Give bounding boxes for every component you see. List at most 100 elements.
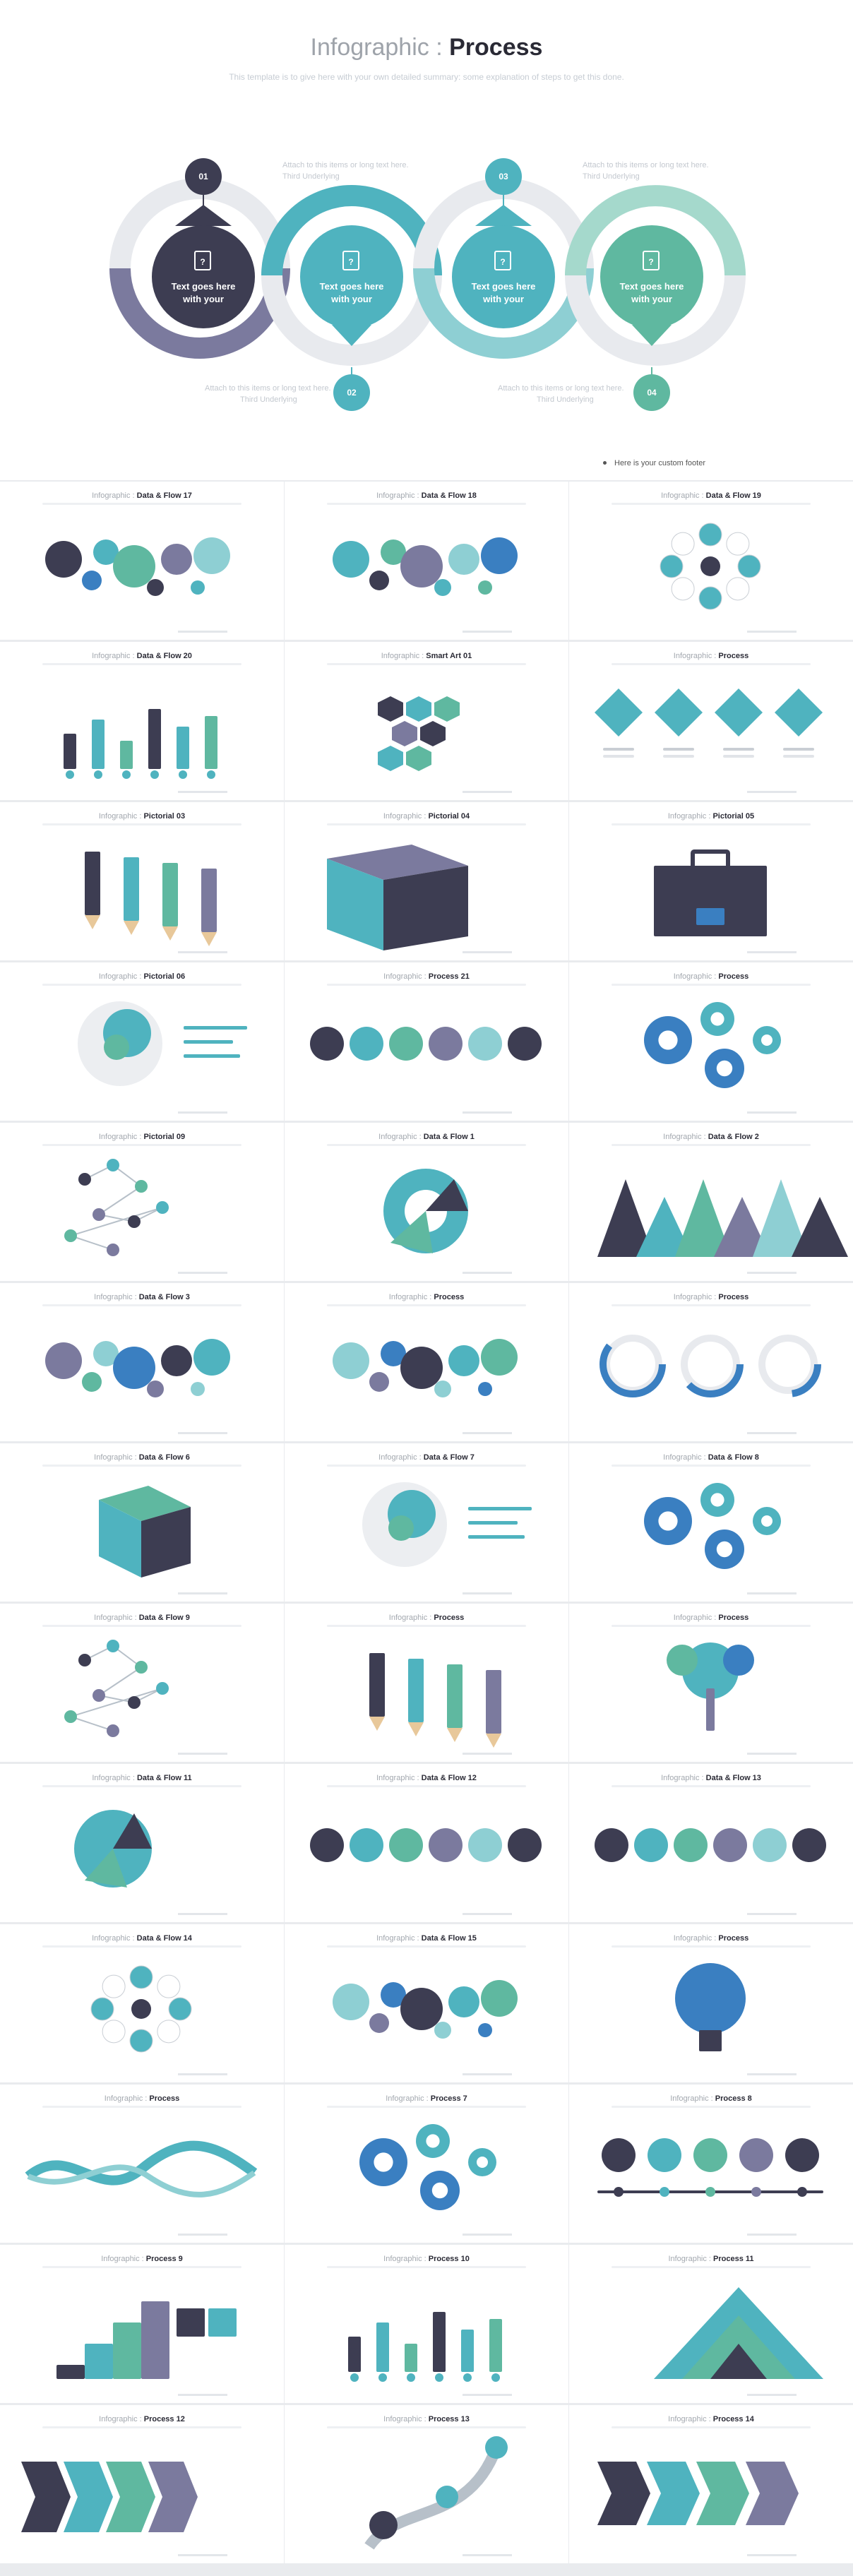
network-node [64, 1710, 77, 1723]
network-node [78, 1654, 91, 1666]
slide-thumbnail[interactable]: Infographic : Data & Flow 7 [285, 1443, 568, 1602]
slide-thumbnail[interactable]: Infographic : Data & Flow 2 [569, 1123, 853, 1281]
slide-thumbnail[interactable]: Infographic : Pictorial 04 [285, 802, 568, 960]
thumbnail-title-bold: Process 9 [145, 2255, 183, 2263]
thumbnail-title: Infographic : Data & Flow 3 [0, 1293, 284, 1301]
gear-hub [716, 1541, 733, 1558]
slide-thumbnail[interactable]: Infographic : Pictorial 09 [0, 1123, 284, 1281]
bar [376, 2322, 389, 2372]
ring-hole [688, 1342, 733, 1387]
slide-thumbnail[interactable]: Infographic : Process [285, 1283, 568, 1441]
bar-marker [150, 770, 159, 779]
svg-text:Third Underlying: Third Underlying [240, 395, 297, 404]
thumbnail-footer-line [463, 2554, 512, 2556]
pencil [369, 1653, 385, 1717]
thumbnail-title-bold: Process [718, 1293, 749, 1301]
bar-marker [378, 2373, 387, 2382]
slide-thumbnail[interactable]: Infographic : Data & Flow 12 [285, 1764, 568, 1922]
slide-thumbnail[interactable]: Infographic : Smart Art 01 [285, 642, 568, 800]
slide-thumbnail[interactable]: Infographic : Process [569, 642, 853, 800]
bubble [45, 1342, 82, 1379]
thumbnail-title: Infographic : Data & Flow 13 [569, 1774, 853, 1782]
slide-thumbnail[interactable]: Infographic : Process 9 [0, 2245, 284, 2403]
slide-thumbnail[interactable]: Infographic : Data & Flow 18 [285, 482, 568, 640]
thumbnail-title: Infographic : Process [0, 2094, 284, 2103]
question-doc-icon [194, 251, 211, 270]
slide-thumbnail[interactable]: Infographic : Data & Flow 3 [0, 1283, 284, 1441]
slide-thumbnail[interactable]: Infographic : Data & Flow 6 [0, 1443, 284, 1602]
chain-node [713, 1828, 747, 1862]
ring-node [129, 1965, 153, 1989]
slide-thumbnail[interactable]: Infographic : Process 14 [569, 2405, 853, 2563]
slide-thumbnail[interactable]: Infographic : Data & Flow 1 [285, 1123, 568, 1281]
thumbnail-subtitle-line [42, 2426, 241, 2428]
thumbnail-title: Infographic : Process [285, 1293, 568, 1301]
thumbnail-title-bold: Data & Flow 2 [708, 1133, 759, 1141]
thumbnail-footer-line [747, 791, 797, 793]
slide-thumbnail[interactable]: Infographic : Process [569, 1604, 853, 1762]
slide-thumbnail[interactable]: Infographic : Process 10 [285, 2245, 568, 2403]
ring-node [157, 1974, 181, 1998]
slide-thumbnail[interactable]: Infographic : Pictorial 03 [0, 802, 284, 960]
slide-thumbnail[interactable]: Infographic : Pictorial 05 [569, 802, 853, 960]
thumbnail-subtitle-line [327, 1465, 526, 1467]
thumbnail-title-light: Infographic : [388, 1614, 434, 1622]
slide-thumbnail[interactable]: Infographic : Data & Flow 19 [569, 482, 853, 640]
slide-thumbnail[interactable]: Infographic : Process [569, 1924, 853, 2082]
thumbnail-title-light: Infographic : [101, 2255, 146, 2263]
briefcase [654, 866, 767, 936]
pencil-tip [85, 915, 100, 929]
thumbnail-title-light: Infographic : [376, 1934, 422, 1943]
thumbnail-subtitle-line [42, 663, 241, 665]
thumbnail-graphic [675, 1963, 746, 2051]
gear-hub [761, 1034, 773, 1046]
slide-thumbnail[interactable]: Infographic : Data & Flow 8 [569, 1443, 853, 1602]
thumbnail-footer-line [747, 951, 797, 953]
slide-thumbnail[interactable]: Infographic : Process [285, 1604, 568, 1762]
thumbnail-title: Infographic : Data & Flow 1 [285, 1133, 568, 1141]
thumbnail-subtitle-line [612, 984, 811, 986]
thumbnail-title-bold: Process [434, 1293, 465, 1301]
thumbnail-footer-line [463, 1432, 512, 1434]
thumbnail-title-bold: Process [718, 652, 749, 660]
bar-marker [435, 2373, 443, 2382]
thumbnail-graphic [348, 2312, 502, 2382]
slide-thumbnail[interactable]: Infographic : Process [569, 962, 853, 1121]
gear-hub [477, 2157, 488, 2168]
slide-thumbnail[interactable]: Infographic : Process 13 [285, 2405, 568, 2563]
bubble [381, 1982, 406, 2008]
thumbnail-title-light: Infographic : [94, 1614, 139, 1622]
slide-thumbnail[interactable]: Infographic : Process 12 [0, 2405, 284, 2563]
leaf [723, 1645, 754, 1676]
thumbnail-title-bold: Pictorial 05 [712, 812, 755, 821]
slide-thumbnail[interactable]: Infographic : Process 21 [285, 962, 568, 1121]
slide-thumbnail[interactable]: Infographic : Data & Flow 14 [0, 1924, 284, 2082]
stair [141, 2301, 169, 2379]
slide-thumbnail[interactable]: Infographic : Data & Flow 20 [0, 642, 284, 800]
thumbnail-footer-line [178, 2234, 227, 2236]
svg-text:Third Underlying: Third Underlying [537, 395, 594, 404]
step-3-note: Attach to this items or long text here. [583, 161, 709, 169]
step-2-note: Attach to this items or long text here. [205, 384, 331, 393]
slide-thumbnail[interactable]: Infographic : Process [0, 2085, 284, 2243]
pin [436, 2486, 458, 2508]
thumbnail-subtitle-line [42, 1465, 241, 1467]
slide-thumbnail[interactable]: Infographic : Process 7 [285, 2085, 568, 2243]
ring-node [726, 532, 750, 556]
step-1-circle [152, 225, 255, 328]
slide-thumbnail[interactable]: Infographic : Pictorial 06 [0, 962, 284, 1121]
slide-thumbnail[interactable]: Infographic : Process [569, 1283, 853, 1441]
slide-thumbnail[interactable]: Infographic : Data & Flow 9 [0, 1604, 284, 1762]
ring-node [671, 532, 695, 556]
slide-thumbnail[interactable]: Infographic : Process 8 [569, 2085, 853, 2243]
thumbnail-title: Infographic : Pictorial 03 [0, 812, 284, 821]
slide-thumbnail[interactable]: Infographic : Data & Flow 13 [569, 1764, 853, 1922]
thumbnail-title-light: Infographic : [94, 1453, 139, 1462]
ring-progress [677, 1331, 744, 1397]
bubble [448, 1345, 479, 1376]
leaf [667, 1645, 698, 1676]
slide-thumbnail[interactable]: Infographic : Data & Flow 15 [285, 1924, 568, 2082]
slide-thumbnail[interactable]: Infographic : Data & Flow 11 [0, 1764, 284, 1922]
slide-thumbnail[interactable]: Infographic : Process 11 [569, 2245, 853, 2403]
slide-thumbnail[interactable]: Infographic : Data & Flow 17 [0, 482, 284, 640]
